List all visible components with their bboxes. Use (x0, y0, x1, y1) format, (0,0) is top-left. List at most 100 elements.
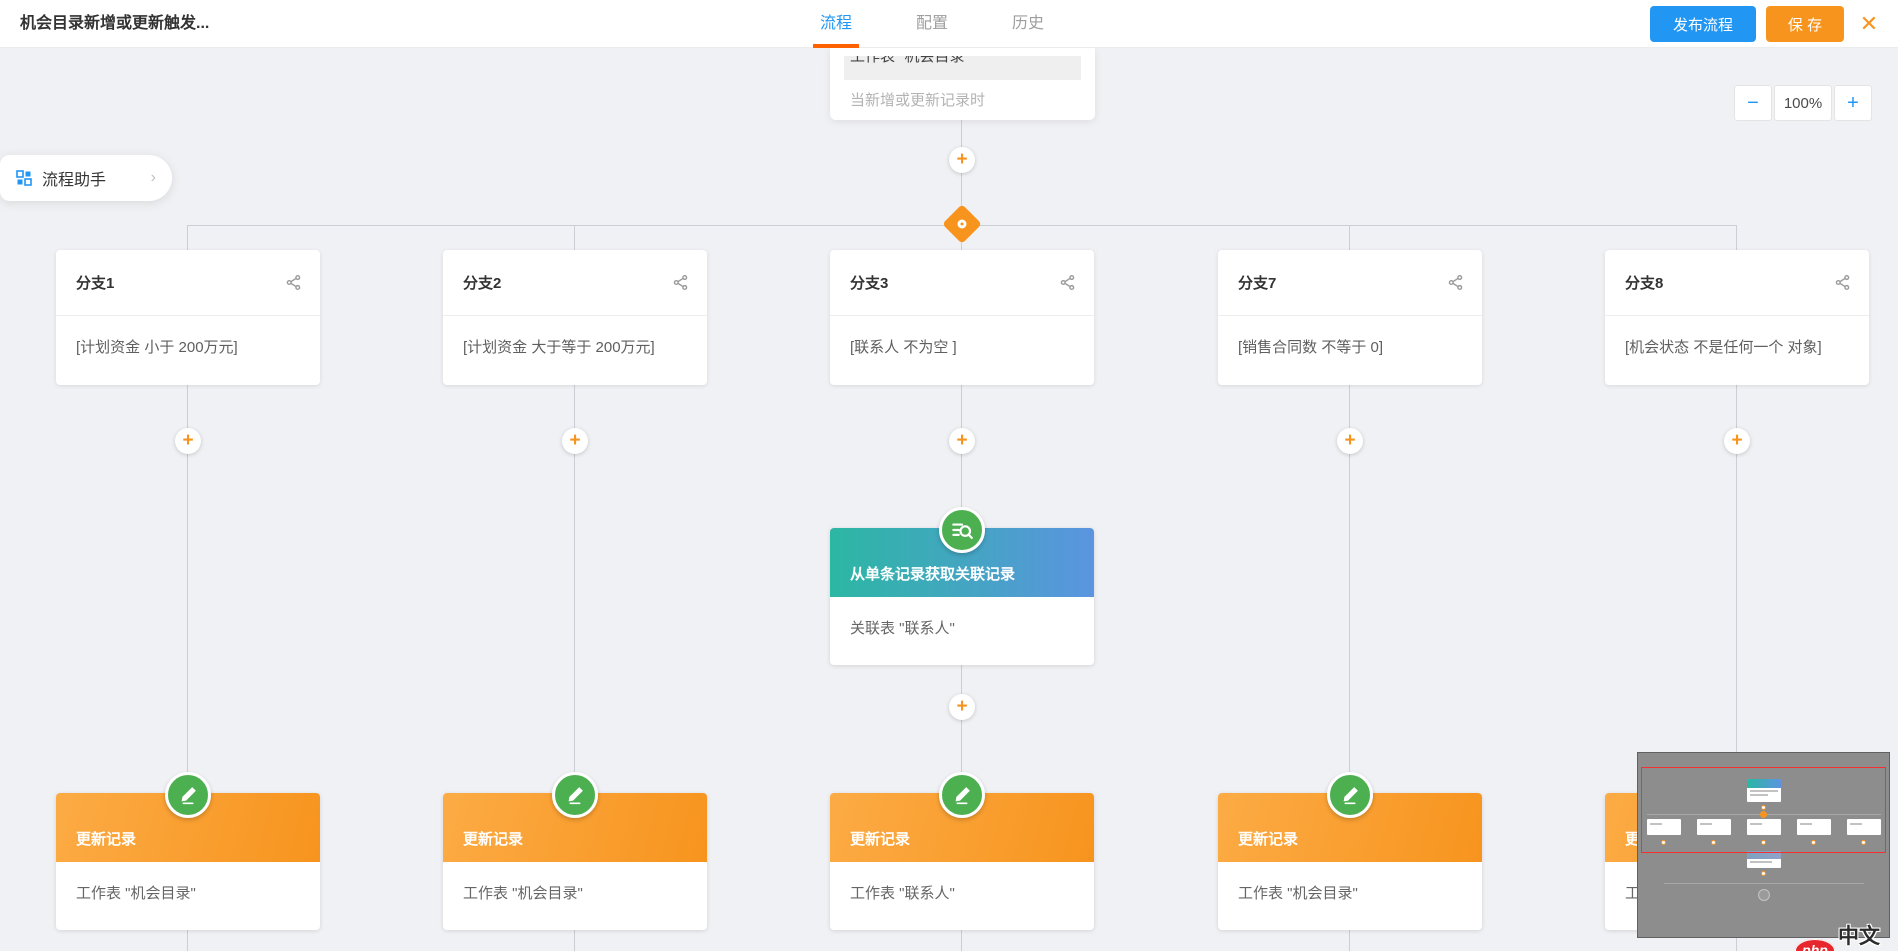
branch-gateway-node[interactable] (942, 204, 982, 244)
tab-history[interactable]: 历史 (1012, 0, 1044, 48)
update-record-node[interactable]: 更新记录 工作表 "机会目录" (443, 772, 707, 930)
chevron-right-icon: › (150, 169, 156, 186)
minimap-line (1664, 883, 1864, 884)
minimap-plus-dot (1711, 840, 1716, 845)
update-record-node[interactable]: 更新记录 工作表 "机会目录" (56, 772, 320, 930)
node-title: 更新记录 (1238, 831, 1299, 848)
blocks-icon (16, 170, 32, 186)
save-button[interactable]: 保 存 (1766, 6, 1844, 42)
branch-title: 分支1 (76, 275, 115, 292)
edit-pencil-icon (552, 772, 598, 818)
node-description: 工作表 "机会目录" (76, 885, 196, 902)
branch-title: 分支2 (463, 275, 502, 292)
branch-title: 分支8 (1625, 275, 1664, 292)
branch-condition: [销售合同数 不等于 0] (1238, 339, 1384, 356)
flow-assistant-label: 流程助手 (42, 172, 107, 189)
branch-condition: [机会状态 不是任何一个 对象] (1625, 339, 1822, 356)
branch-card[interactable]: 分支8 [机会状态 不是任何一个 对象] (1605, 250, 1869, 385)
tab-config[interactable]: 配置 (916, 0, 948, 48)
minimap-merge-node (1758, 889, 1770, 901)
minimap-plus-dot (1761, 840, 1766, 845)
tab-bar: 流程 配置 历史 (813, 0, 1044, 48)
trigger-worksheet-text: 工作表 "机会目录" (850, 56, 970, 65)
zoom-control: − 100% + (1734, 85, 1872, 121)
branch-card-header: 分支1 (56, 250, 320, 316)
branch-condition: [计划资金 大于等于 200万元] (463, 339, 655, 356)
minimap-plus-dot (1761, 871, 1766, 876)
minimap-branch-node (1747, 819, 1781, 835)
node-description: 工作表 "联系人" (850, 885, 955, 902)
share-icon[interactable] (1059, 274, 1076, 291)
minimap-plus-dot (1761, 805, 1766, 810)
branch-card[interactable]: 分支7 [销售合同数 不等于 0] (1218, 250, 1482, 385)
minimap-gateway-dot (1760, 811, 1767, 818)
branch-title: 分支3 (850, 275, 889, 292)
edit-pencil-icon (1327, 772, 1373, 818)
add-node-button[interactable]: + (1337, 428, 1363, 454)
trigger-node[interactable]: 工作表 "机会目录" 当新增或更新记录时 (830, 48, 1095, 120)
get-related-record-node[interactable]: 从单条记录获取关联记录 关联表 "联系人" (830, 507, 1094, 665)
branch-card-header: 分支7 (1218, 250, 1482, 316)
branch-title: 分支7 (1238, 275, 1277, 292)
share-icon[interactable] (285, 274, 302, 291)
flow-title: 机会目录新增或更新触发... (20, 15, 210, 32)
node-title: 更新记录 (850, 831, 911, 848)
tab-config-label: 配置 (916, 15, 949, 32)
tab-history-label: 历史 (1012, 15, 1045, 32)
add-node-button[interactable]: + (949, 428, 975, 454)
connector-line (1349, 225, 1350, 951)
connector-line (187, 225, 188, 951)
node-header: 从单条记录获取关联记录 (830, 528, 1094, 597)
minimap-viewport[interactable] (1641, 767, 1886, 853)
zoom-in-button[interactable]: + (1834, 85, 1872, 121)
minimap-branch-node (1797, 819, 1831, 835)
branch-card[interactable]: 分支1 [计划资金 小于 200万元] (56, 250, 320, 385)
flow-canvas[interactable]: − 100% + 流程助手 › 工作表 "机会目录" 当新增或更新记录时 + 分… (0, 48, 1898, 951)
add-node-button[interactable]: + (1724, 428, 1750, 454)
tab-active-underline (813, 44, 859, 48)
trigger-worksheet-field: 工作表 "机会目录" (844, 56, 1081, 80)
share-icon[interactable] (1447, 274, 1464, 291)
branch-condition: [联系人 不为空 ] (850, 339, 957, 356)
add-node-button[interactable]: + (949, 147, 975, 173)
share-icon[interactable] (1834, 274, 1851, 291)
add-node-button[interactable]: + (562, 428, 588, 454)
share-icon[interactable] (672, 274, 689, 291)
branch-card-header: 分支8 (1605, 250, 1869, 316)
publish-flow-button[interactable]: 发布流程 (1650, 6, 1756, 42)
minimap[interactable] (1637, 752, 1890, 938)
zoom-out-button[interactable]: − (1734, 85, 1772, 121)
minimap-branch-node (1647, 819, 1681, 835)
edit-pencil-icon (939, 772, 985, 818)
zoom-level: 100% (1774, 85, 1832, 121)
minimap-trigger-node (1747, 779, 1781, 802)
php-cn-watermark: php 中文网 (1795, 920, 1898, 951)
tab-flow-label: 流程 (820, 15, 853, 32)
search-record-icon (939, 507, 985, 553)
flow-assistant-button[interactable]: 流程助手 › (0, 155, 172, 201)
edit-pencil-icon (165, 772, 211, 818)
minimap-plus-dot (1661, 840, 1666, 845)
node-title: 更新记录 (463, 831, 524, 848)
update-record-node[interactable]: 更新记录 工作表 "机会目录" (1218, 772, 1482, 930)
node-description: 关联表 "联系人" (850, 620, 955, 637)
watermark-text: 中文网 (1838, 925, 1880, 948)
close-icon[interactable]: ✕ (1859, 11, 1879, 36)
add-node-button[interactable]: + (949, 694, 975, 720)
minimap-plus-dot (1861, 840, 1866, 845)
add-node-button[interactable]: + (175, 428, 201, 454)
branch-card[interactable]: 分支3 [联系人 不为空 ] (830, 250, 1094, 385)
trigger-description: 当新增或更新记录时 (850, 92, 986, 109)
tab-flow[interactable]: 流程 (813, 0, 859, 48)
connector-line (1736, 225, 1737, 951)
node-description: 工作表 "机会目录" (1238, 885, 1358, 902)
minimap-related-node (1747, 851, 1781, 868)
update-record-node[interactable]: 更新记录 工作表 "联系人" (830, 772, 1094, 930)
top-bar-actions: 发布流程 保 存 ✕ (1650, 0, 1884, 48)
branch-card-header: 分支3 (830, 250, 1094, 316)
connector-line (574, 225, 575, 951)
node-title: 从单条记录获取关联记录 (850, 566, 1016, 583)
branch-condition: [计划资金 小于 200万元] (76, 339, 238, 356)
node-description: 工作表 "机会目录" (463, 885, 583, 902)
branch-card[interactable]: 分支2 [计划资金 大于等于 200万元] (443, 250, 707, 385)
